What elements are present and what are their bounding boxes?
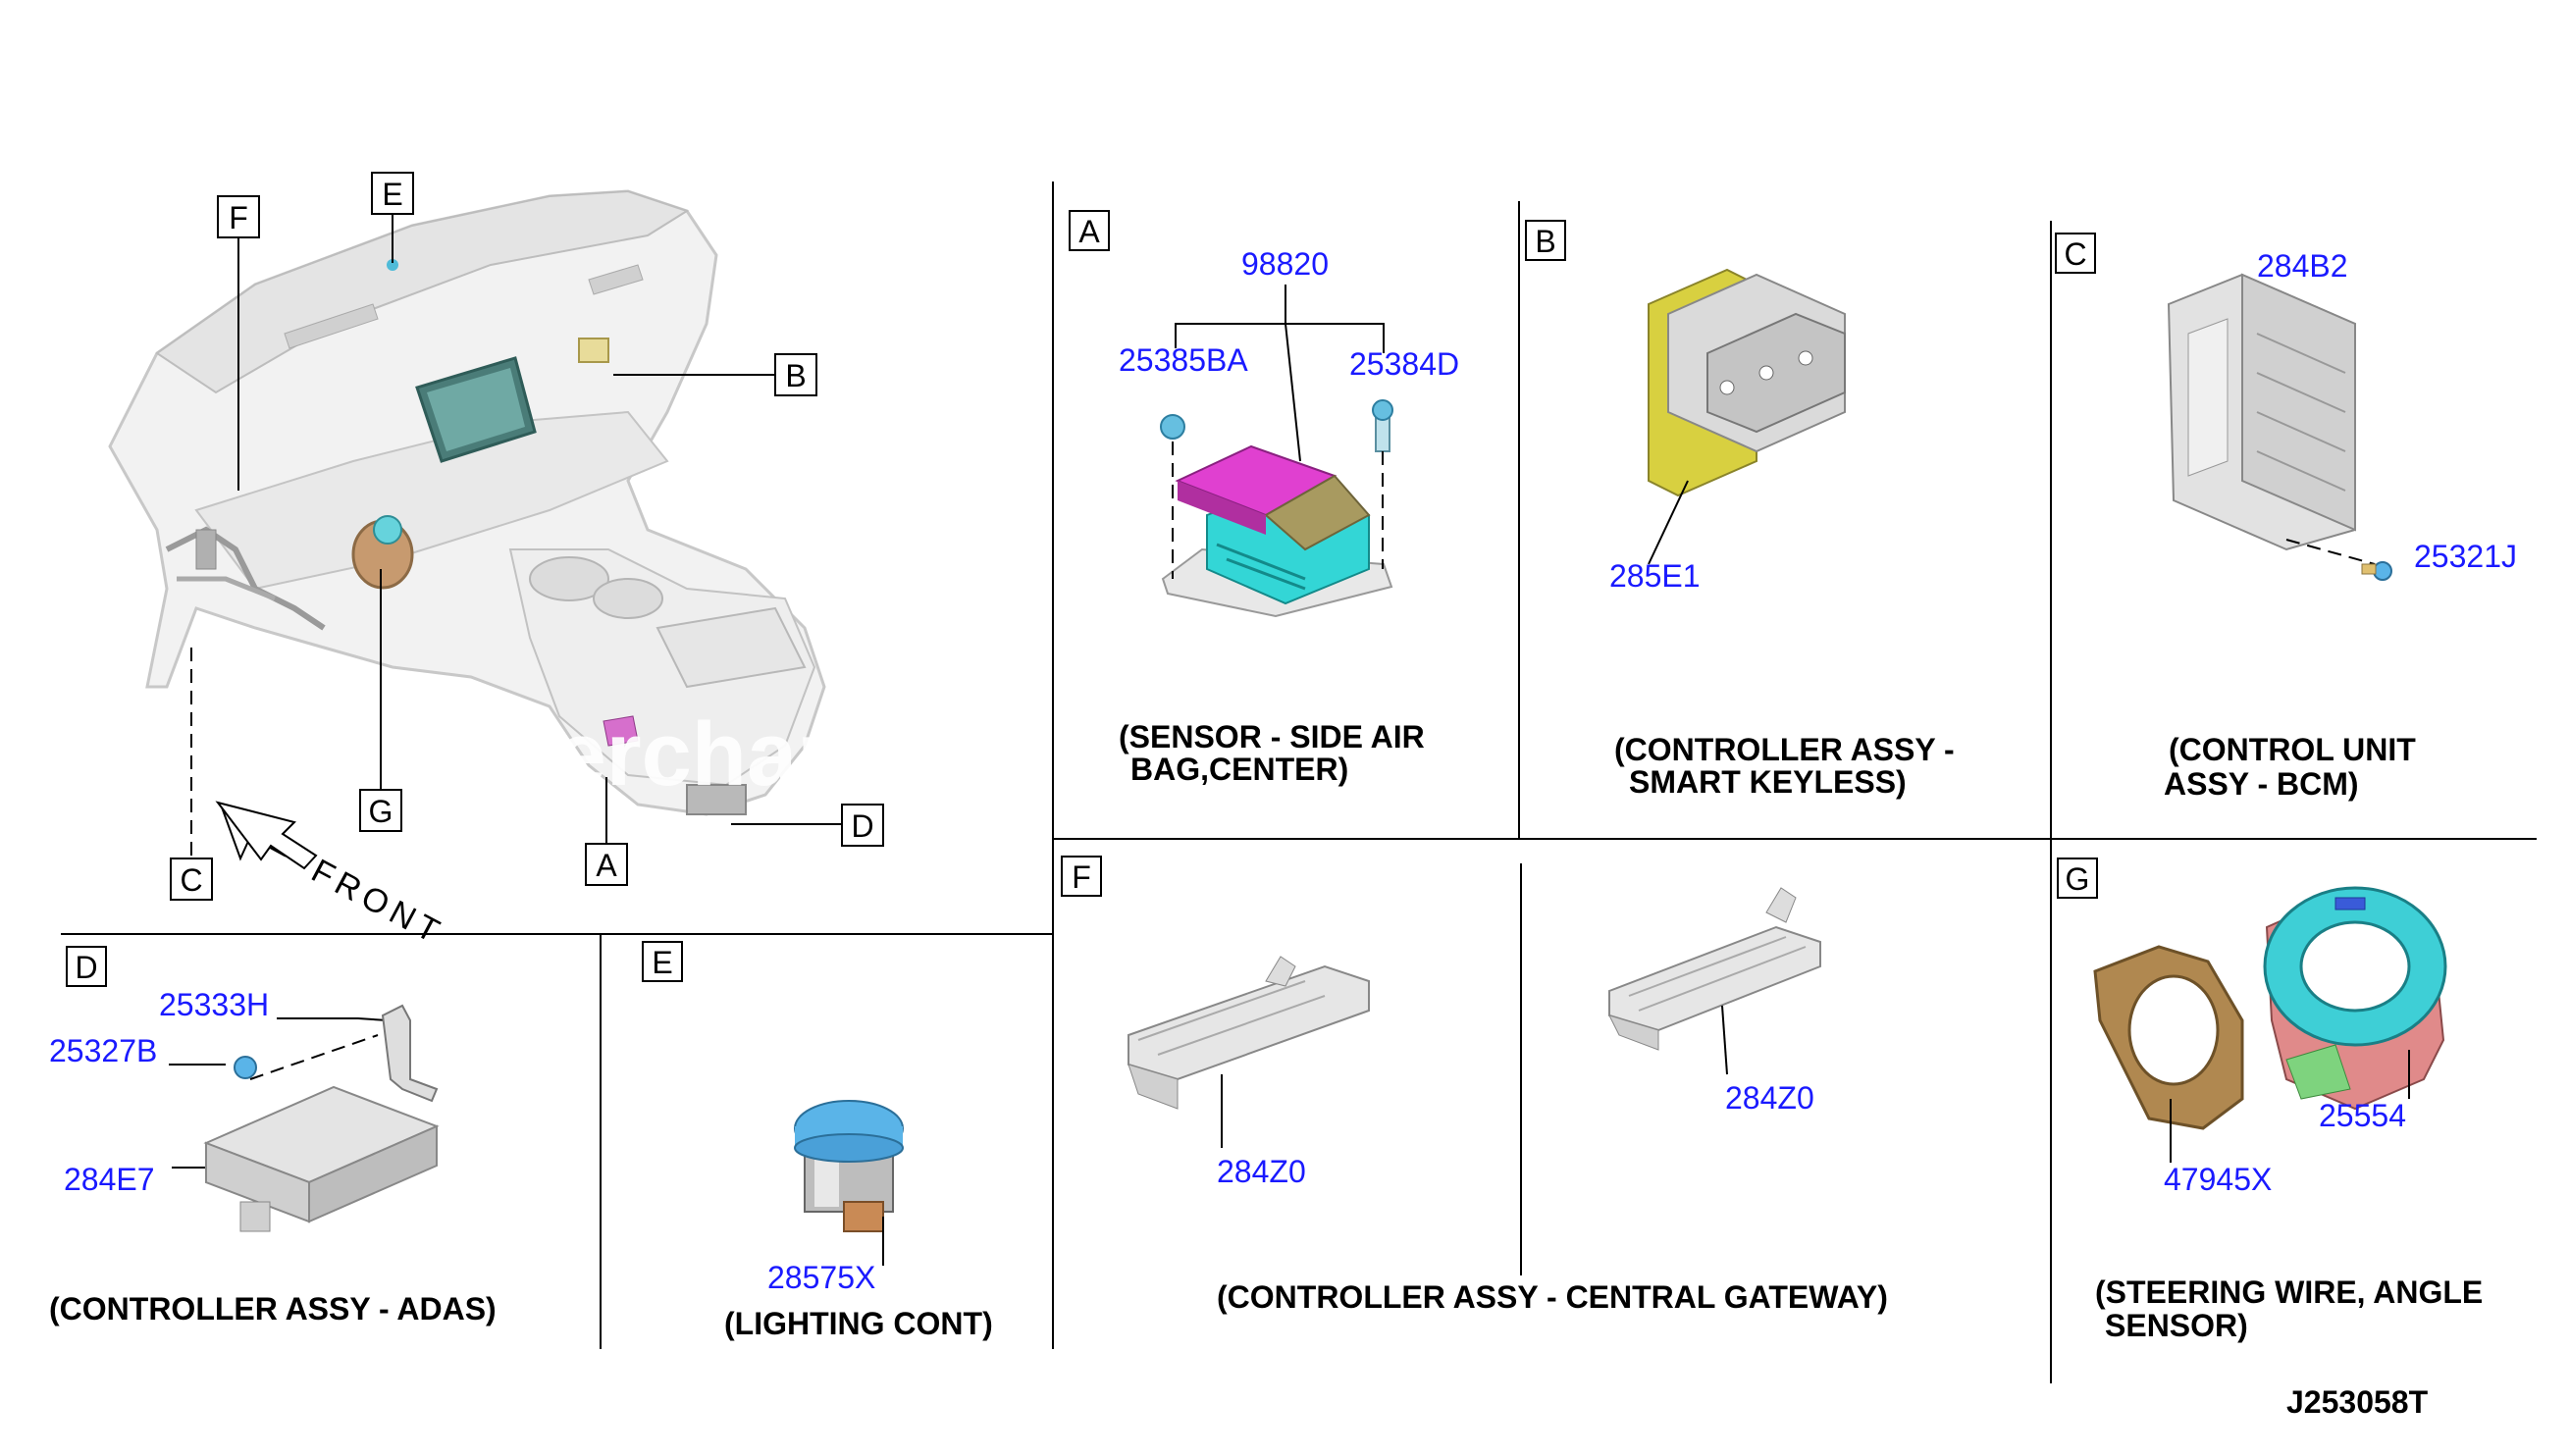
front-direction-arrow: FRONT	[215, 801, 450, 954]
overview-callout-G: G	[359, 789, 402, 832]
overview-callout-C: C	[170, 858, 213, 901]
caption-G-line1: (STEERING WIRE, ANGLE	[2095, 1274, 2483, 1310]
caption-A-line2: BAG,CENTER)	[1130, 752, 1348, 787]
overview-callout-A: A	[585, 843, 628, 886]
panel-C: C 284B2 25321J (CONTROL UNIT ASSY - BCM)	[2055, 233, 2517, 802]
panel-letter-A: A	[1078, 214, 1100, 249]
part-25321J: 25321J	[2414, 539, 2517, 574]
part-25385BA: 25385BA	[1119, 342, 1248, 378]
caption-B-line1: (CONTROLLER ASSY -	[1614, 732, 1955, 767]
panel-letter-G: G	[2066, 861, 2090, 897]
watermark-text: Merchan	[481, 704, 852, 805]
overview-leaders	[190, 214, 842, 858]
overview-callout-D: D	[841, 804, 884, 847]
part-98820: 98820	[1241, 246, 1329, 282]
part-285E1: 285E1	[1609, 558, 1701, 594]
panel-E: E 28575X (LIGHTING CONT)	[642, 941, 993, 1341]
panel-G: G 47945X 25554 (STEERING WIRE, ANGLE SEN…	[2057, 858, 2483, 1343]
overview-callout-E: E	[371, 172, 414, 215]
caption-C-line1: (CONTROL UNIT	[2169, 732, 2416, 767]
callout-letter-G: G	[369, 794, 393, 829]
overview-callout-B: B	[774, 353, 817, 396]
caption-F: (CONTROLLER ASSY - CENTRAL GATEWAY)	[1217, 1279, 1888, 1315]
part-284E7: 284E7	[64, 1162, 155, 1197]
caption-A-line1: (SENSOR - SIDE AIR	[1119, 719, 1425, 754]
caption-B-line2: SMART KEYLESS)	[1629, 764, 1907, 800]
callout-letter-B: B	[785, 358, 806, 393]
panel-letter-D: D	[75, 950, 97, 985]
caption-D: (CONTROLLER ASSY - ADAS)	[49, 1291, 497, 1326]
front-label: FRONT	[305, 853, 450, 954]
part-25327B: 25327B	[49, 1033, 157, 1068]
caption-G-line2: SENSOR)	[2105, 1308, 2248, 1343]
callout-letter-C: C	[180, 862, 202, 898]
panel-B: B 285E1 (CONTROLLER ASSY - SMART KEYLESS…	[1525, 220, 1955, 800]
panel-letter-B: B	[1535, 224, 1555, 259]
panel-D: D 25333H 25327B 284E7 (CONTROLLER ASSY -…	[49, 946, 497, 1326]
panel-A: A 98820 25385BA 25384D (SENSOR - SIDE AI…	[1069, 210, 1459, 787]
panel-letter-E: E	[652, 945, 672, 980]
part-284B2: 284B2	[2257, 248, 2348, 284]
callout-letter-E: E	[382, 177, 402, 212]
dashboard-overview	[108, 189, 826, 816]
part-284Z0-right: 284Z0	[1725, 1080, 1814, 1116]
part-284Z0-left: 284Z0	[1217, 1154, 1306, 1189]
overview-callout-F: F	[217, 195, 260, 238]
panel-letter-F: F	[1072, 859, 1091, 895]
diagram-reference: J253058T	[2286, 1384, 2429, 1420]
part-47945X: 47945X	[2164, 1162, 2272, 1197]
callout-letter-D: D	[851, 808, 873, 844]
callout-letter-F: F	[229, 200, 248, 235]
part-25333H: 25333H	[159, 987, 269, 1022]
callout-letter-A: A	[596, 848, 617, 883]
caption-C-line2: ASSY - BCM)	[2164, 766, 2359, 802]
panel-dividers	[61, 182, 2537, 1383]
part-28575X: 28575X	[767, 1260, 875, 1295]
part-25384D: 25384D	[1349, 346, 1459, 382]
panel-letter-C: C	[2064, 236, 2086, 272]
panel-F: F 284Z0 284Z0 (CONTROLLER ASSY - CENTRAL…	[1061, 856, 1888, 1315]
caption-E: (LIGHTING CONT)	[724, 1306, 993, 1341]
part-25554: 25554	[2319, 1098, 2406, 1133]
